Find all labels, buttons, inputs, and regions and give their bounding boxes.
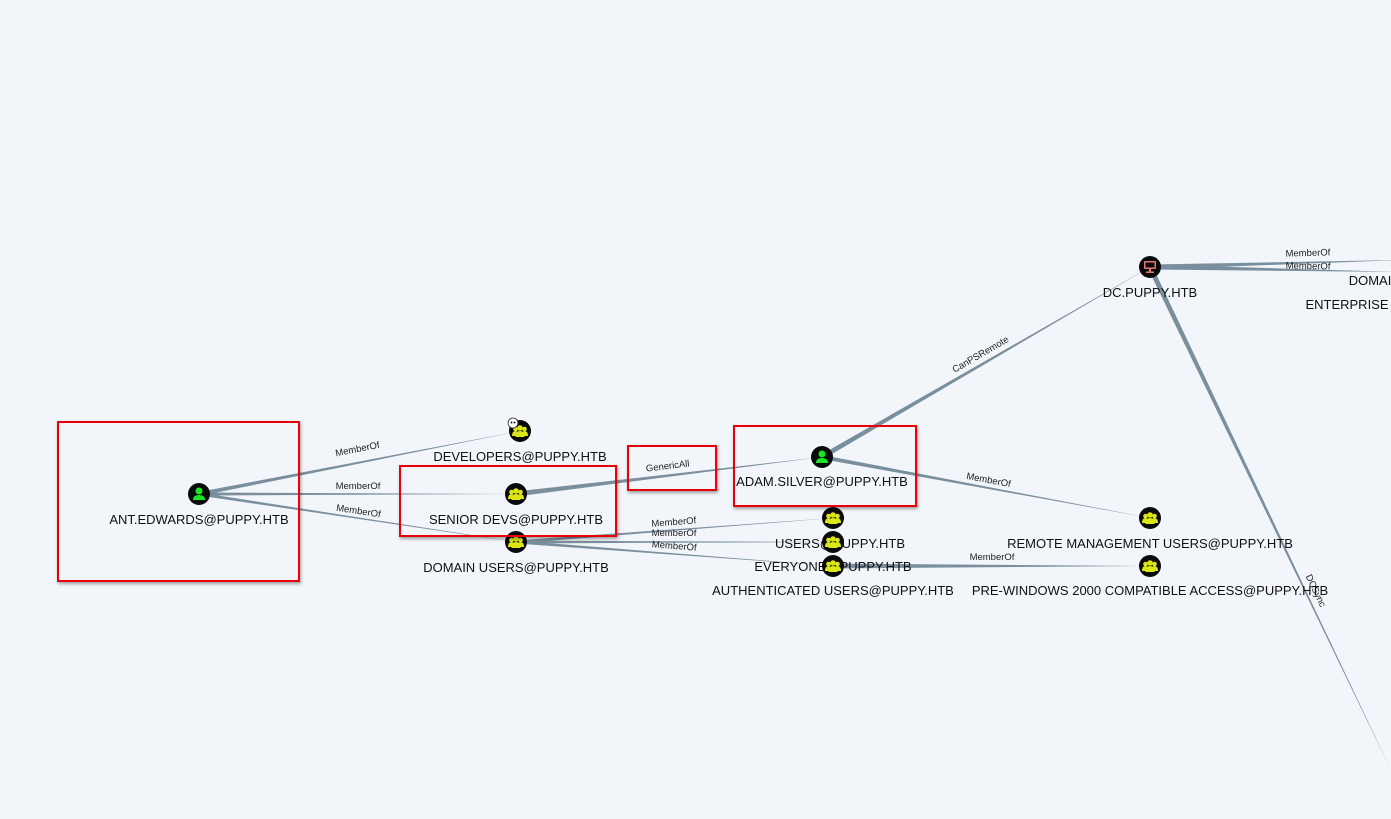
node-label: AUTHENTICATED USERS@PUPPY.HTB — [712, 583, 954, 598]
edge-label: GenericAll — [645, 458, 690, 474]
edge-label: CanPSRemote — [951, 334, 1011, 375]
edge-memberof[interactable] — [833, 563, 1150, 569]
node-label: ANT.EDWARDS@PUPPY.HTB — [109, 512, 288, 527]
node-domainoff[interactable]: DOMAI — [1349, 273, 1391, 288]
edge-canpsremote[interactable] — [820, 267, 1150, 460]
node-label: DOMAIN USERS@PUPPY.HTB — [423, 560, 609, 575]
edge-memberof[interactable] — [821, 455, 1150, 518]
edge-label: MemberOf — [970, 552, 1015, 563]
node-label: DEVELOPERS@PUPPY.HTB — [433, 449, 606, 464]
user-icon — [193, 487, 205, 500]
node-label: ENTERPRISE — [1305, 297, 1388, 312]
highlight-box-genericall — [627, 445, 717, 491]
edge-label: MemberOf — [336, 481, 381, 492]
edge-label: MemberOf — [1286, 261, 1331, 273]
node-remotemgmt[interactable]: REMOTE MANAGEMENT USERS@PUPPY.HTB — [1007, 507, 1293, 551]
node-dc[interactable]: DC.PUPPY.HTB — [1103, 256, 1197, 300]
edges-layer: MemberOfMemberOfMemberOfGenericAllCanPSR… — [198, 247, 1391, 770]
computer-icon — [1144, 261, 1156, 273]
group-icon — [512, 425, 528, 437]
group-icon — [1142, 512, 1158, 524]
edge-memberof[interactable] — [198, 492, 516, 542]
skull-icon — [507, 417, 519, 429]
user-icon — [816, 450, 828, 463]
edge-dcsync[interactable] — [1147, 265, 1391, 770]
node-label: REMOTE MANAGEMENT USERS@PUPPY.HTB — [1007, 536, 1293, 551]
highlight-box-senior-devs — [399, 465, 617, 537]
edge-memberof[interactable] — [1149, 264, 1391, 272]
group-icon — [508, 488, 524, 500]
edge-label: MemberOf — [1285, 247, 1331, 259]
group-icon — [825, 536, 841, 548]
group-icon — [1142, 560, 1158, 572]
edge-label: MemberOf — [652, 528, 697, 539]
group-icon — [508, 536, 524, 548]
node-label: PRE-WINDOWS 2000 COMPATIBLE ACCESS@PUPPY… — [972, 583, 1328, 598]
node-authusers[interactable]: AUTHENTICATED USERS@PUPPY.HTB — [712, 555, 954, 598]
edge-memberof[interactable] — [199, 492, 516, 496]
edge-memberof[interactable] — [516, 540, 833, 544]
node-label: DOMAI — [1349, 273, 1391, 288]
node-prewin[interactable]: PRE-WINDOWS 2000 COMPATIBLE ACCESS@PUPPY… — [972, 555, 1328, 598]
node-label: SENIOR DEVS@PUPPY.HTB — [429, 512, 603, 527]
node-ant[interactable]: ANT.EDWARDS@PUPPY.HTB — [109, 483, 289, 527]
edge-memberof[interactable] — [515, 540, 833, 566]
edge-memberof[interactable] — [515, 518, 833, 544]
edge-label: MemberOf — [651, 539, 697, 553]
node-label: ADAM.SILVER@PUPPY.HTB — [736, 474, 908, 489]
edge-label: MemberOf — [651, 515, 697, 529]
node-enterpriseoff[interactable]: ENTERPRISE — [1305, 297, 1388, 312]
group-icon — [825, 512, 841, 524]
node-label: DC.PUPPY.HTB — [1103, 285, 1197, 300]
node-developers[interactable]: DEVELOPERS@PUPPY.HTB — [433, 417, 607, 464]
highlight-box-adam-silver — [733, 425, 917, 507]
group-icon — [825, 560, 841, 572]
edge-memberof[interactable] — [198, 431, 521, 496]
node-adam[interactable]: ADAM.SILVER@PUPPY.HTB — [736, 446, 908, 489]
edge-label: MemberOf — [334, 440, 381, 460]
highlight-box-ant-edwards — [57, 421, 300, 582]
node-seniordevs[interactable]: SENIOR DEVS@PUPPY.HTB — [429, 483, 603, 527]
edge-genericall[interactable] — [515, 457, 822, 497]
nodes-layer: ANT.EDWARDS@PUPPY.HTB DEVELOPERS@PUPPY.HT… — [109, 256, 1391, 598]
